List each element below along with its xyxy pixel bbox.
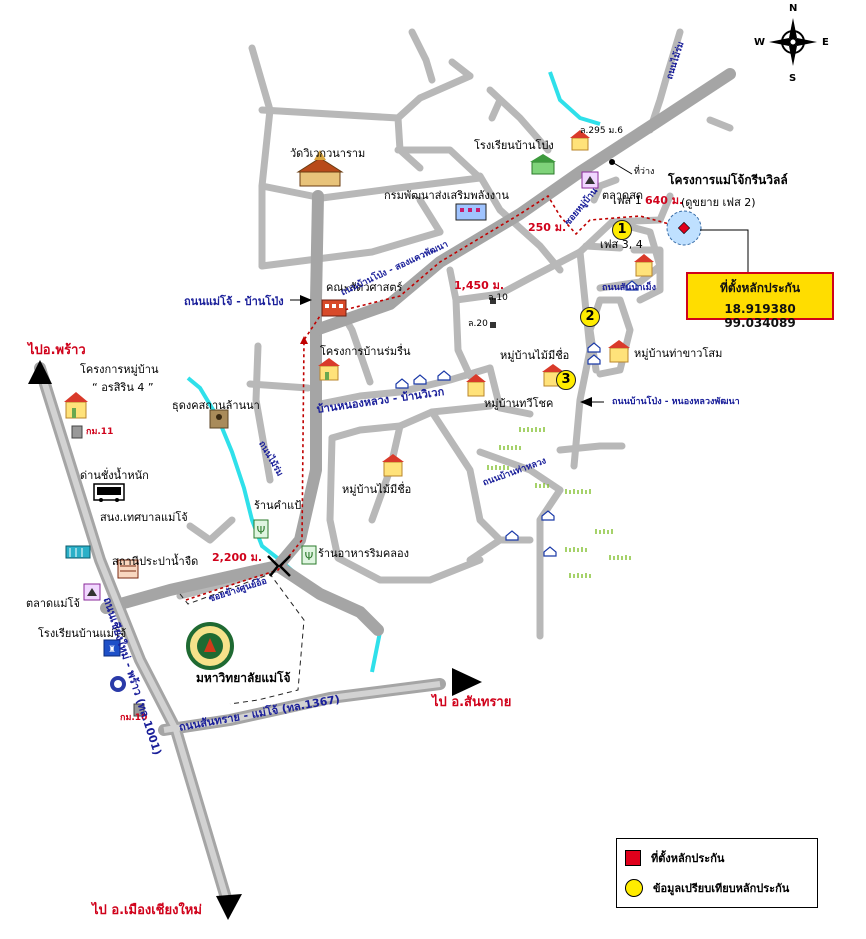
road-small-2: ถนนสันนาเม็ง [602, 283, 657, 293]
km-marker-icon [133, 703, 145, 717]
village-icon [64, 392, 88, 419]
government-office-icon [65, 545, 91, 559]
school-maejo-label: โรงเรียนบ้านแม่โจ้ [38, 627, 127, 640]
building-icon [455, 203, 487, 221]
road-maejo-banpong-label: ถนนแม่โจ้ - บ้านโป่ง [184, 295, 284, 308]
legend-red-square-icon [625, 850, 641, 866]
market-sot-label: ตลาดสด [602, 189, 644, 202]
arrow-to-phrao [28, 360, 52, 384]
compass [769, 18, 817, 66]
village-icon [634, 254, 654, 277]
compass-west: W [754, 37, 766, 48]
phase34-label: เฟส 3, 4 [600, 238, 643, 251]
comparison-marker-2: 2 [580, 307, 600, 327]
restaurant-icon: Ψ [301, 545, 317, 565]
to-mueang-label: ไป อ.เมืองเชียงใหม่ [92, 903, 202, 918]
l10-label: ล.10 [488, 293, 508, 303]
l20-label: ล.20 [468, 319, 488, 329]
km-marker-icon [71, 425, 83, 439]
faculty-building-icon [321, 299, 347, 317]
collateral-callout: ที่ตั้งหลักประกัน 18.919380 99.034089 [686, 272, 834, 330]
bank-icon [110, 676, 126, 692]
school-ban-pong-label: โรงเรียนบ้านโป่ง [474, 139, 554, 152]
phase1-label: เฟส 1 [613, 194, 642, 207]
market-maejo-icon [83, 583, 101, 601]
grass-marks [487, 427, 631, 578]
svg-text:Ψ: Ψ [257, 524, 266, 537]
junction-arrows [267, 555, 291, 577]
project-asirin4-label: โครงการหมู่บ้าน [80, 363, 159, 376]
lanna-park-label: ธุดงคสถานล้านนา [172, 399, 260, 412]
checkpoint-label: ด่านชั่งน้ำหนัก [80, 469, 149, 482]
to-sansai-label: ไป อ.สันทราย [432, 695, 512, 710]
callout-title: ที่ตั้งหลักประกัน [719, 281, 801, 295]
small-houses [395, 280, 639, 557]
road-label-l295: ล.295 ม.6 [580, 126, 623, 136]
village-maimisue-s-label: หมู่บ้านไม้มีชื่อ [342, 483, 412, 496]
village-maimisue-n-label: หมู่บ้านไม้มีชื่อ [500, 349, 570, 362]
water-station-icon [117, 559, 139, 579]
legend: ที่ตั้งหลักประกัน ข้อมูลเปรียบเทียบหลักป… [616, 838, 818, 908]
maejo-university-logo [186, 622, 234, 670]
village-icon [608, 340, 630, 363]
km10-label: กม.10 [120, 713, 148, 723]
project-asirin4-name: “ อรสิริน 4 ” [92, 381, 154, 394]
restaurant-rimklong-label: ร้านอาหารริมคลอง [318, 547, 409, 560]
expansion-phase2-label: (ดูขยาย เฟส 2) [681, 196, 756, 209]
village-theechok-label: หมู่บ้านทวีโชค [484, 397, 554, 410]
svg-text:Ψ: Ψ [305, 550, 314, 563]
dist-640-label: 640 ม. [645, 194, 684, 207]
river-north [548, 71, 601, 126]
shrine-icon [209, 409, 229, 429]
road-banpong-nonghoi-label: ถนนบ้านโป่ง - หนองหลวงพัฒนา [612, 397, 740, 407]
phrao-label: ไปอ.พร้าว [28, 343, 86, 358]
temple-label: วัดวิเวกวนาราม [290, 147, 366, 160]
market-icon [581, 171, 599, 189]
comparison-marker-3: 3 [556, 370, 576, 390]
km-marker-icon [490, 298, 496, 304]
project-banromruen-label: โครงการบ้านร่มรื่น [320, 345, 411, 358]
compass-north: N [789, 3, 798, 14]
legend-item-collateral: ที่ตั้งหลักประกัน [651, 852, 725, 865]
village-icon [382, 454, 404, 477]
tesaban-label: สนง.เทศบาลแม่โจ้ [100, 511, 188, 524]
restaurant-icon: Ψ [253, 519, 269, 539]
dist-1450-label: 1,450 ม. [454, 279, 505, 292]
compass-east: E [822, 37, 829, 48]
village-icon [570, 130, 590, 151]
vacant-label: ที่ว่าง [634, 167, 655, 177]
water-station-label: สถานีประปาน้ำจืด [112, 555, 199, 568]
arrow-to-sansai [452, 668, 482, 696]
km-marker-icon [490, 322, 496, 328]
km11-label: กม.11 [86, 427, 114, 437]
dist-250-label: 250 ม. [528, 221, 567, 234]
callout-coords: 18.919380 99.034089 [724, 302, 796, 330]
project-maejo-green-label: โครงการแม่โจ้กรีนวิลล์ [668, 173, 788, 187]
temple-icon [296, 150, 344, 187]
village-icon [318, 358, 340, 381]
dist-2200-label: 2,200 ม. [212, 551, 263, 564]
compass-south: S [789, 73, 797, 84]
arrow-to-mueang [216, 894, 242, 920]
comparison-marker-1: 1 [612, 220, 632, 240]
dept-promotion-label: กรมพัฒนาส่งเสริมพลังงาน [384, 189, 509, 202]
school-maejo-icon: ♜ [103, 639, 121, 657]
university-boundary [179, 573, 305, 705]
collateral-location-marker [677, 221, 691, 235]
legend-item-comparison: ข้อมูลเปรียบเทียบหลักประกัน [653, 882, 790, 895]
maejo-university-label: มหาวิทยาลัยแม่โจ้ [196, 671, 291, 685]
school-icon [530, 154, 556, 175]
village-thakhaolom-label: หมู่บ้านท่าขาวโสม [634, 347, 723, 360]
legend-yellow-circle-icon [625, 879, 643, 897]
faculty-vet-label: คณะสัตวศาสตร์ [326, 281, 403, 294]
restaurant-kamnan-label: ร้านคำแป้ [254, 499, 302, 512]
market-maejo-label: ตลาดแม่โจ้ [26, 597, 80, 610]
village-icon [466, 374, 486, 397]
svg-text:♜: ♜ [108, 645, 116, 655]
truck-icon [93, 483, 125, 502]
